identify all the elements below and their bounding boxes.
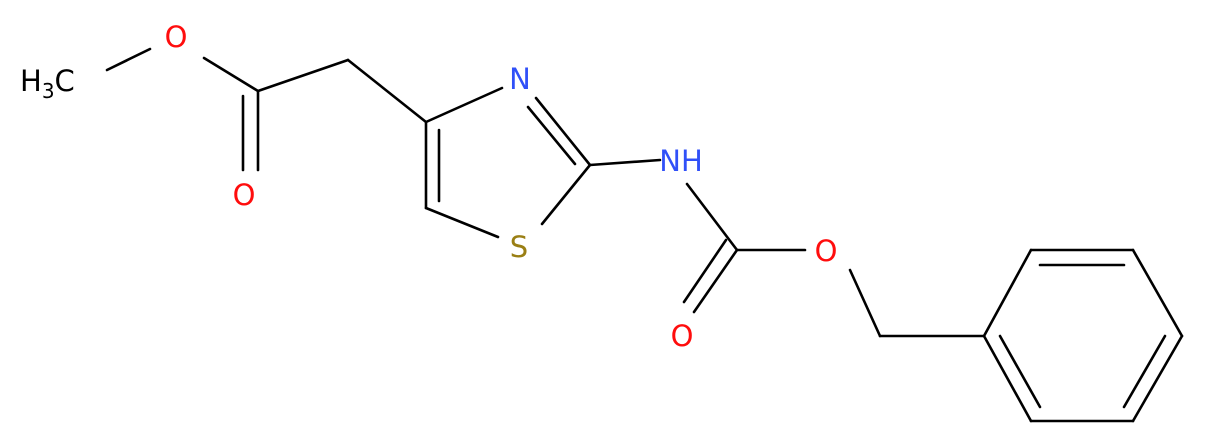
- bond-c-o-double-2: [682, 238, 728, 304]
- bond-ph-6-inner: [998, 334, 1042, 409]
- bonds: [105, 47, 1184, 423]
- bond-nh-c: [685, 182, 739, 252]
- bond-ph-1: [982, 248, 1033, 338]
- atom-labels: H3C O O N S NH O O: [20, 20, 837, 353]
- bond-c-o-double-1: [692, 248, 739, 314]
- atom-label-carbamate-carbonyl-oxygen: O: [671, 319, 694, 353]
- bond-s1-c2: [540, 163, 592, 226]
- bond-ph-6: [982, 334, 1033, 423]
- bond-c2-nh: [588, 158, 662, 167]
- bond-ch3-o: [105, 47, 152, 72]
- bond-c2-n3-2: [526, 105, 577, 166]
- atom-label-methyl: H3C: [20, 64, 75, 103]
- bond-carbonyl-c-ch2: [256, 58, 350, 93]
- bond-o-ch2: [848, 268, 882, 338]
- atom-label-ester-oxygen: O: [165, 20, 188, 54]
- bond-c5-s1: [424, 206, 500, 239]
- atom-label-ring-nitrogen: N: [509, 62, 531, 96]
- bond-ph-4: [1131, 334, 1184, 423]
- bond-ch2-c4: [346, 58, 428, 124]
- atom-label-amide-nh: NH: [659, 144, 703, 178]
- bond-c4-n3: [424, 86, 504, 124]
- bond-o-carbonyl-c: [202, 56, 260, 93]
- atom-label-carbonyl-oxygen: O: [233, 178, 256, 212]
- atom-label-ring-sulfur: S: [510, 230, 528, 264]
- bond-ph-4-inner: [1122, 334, 1167, 409]
- atom-label-carbamate-ester-oxygen: O: [815, 234, 838, 268]
- bond-ph-3: [1131, 248, 1184, 338]
- bond-c2-n3-1: [534, 96, 592, 167]
